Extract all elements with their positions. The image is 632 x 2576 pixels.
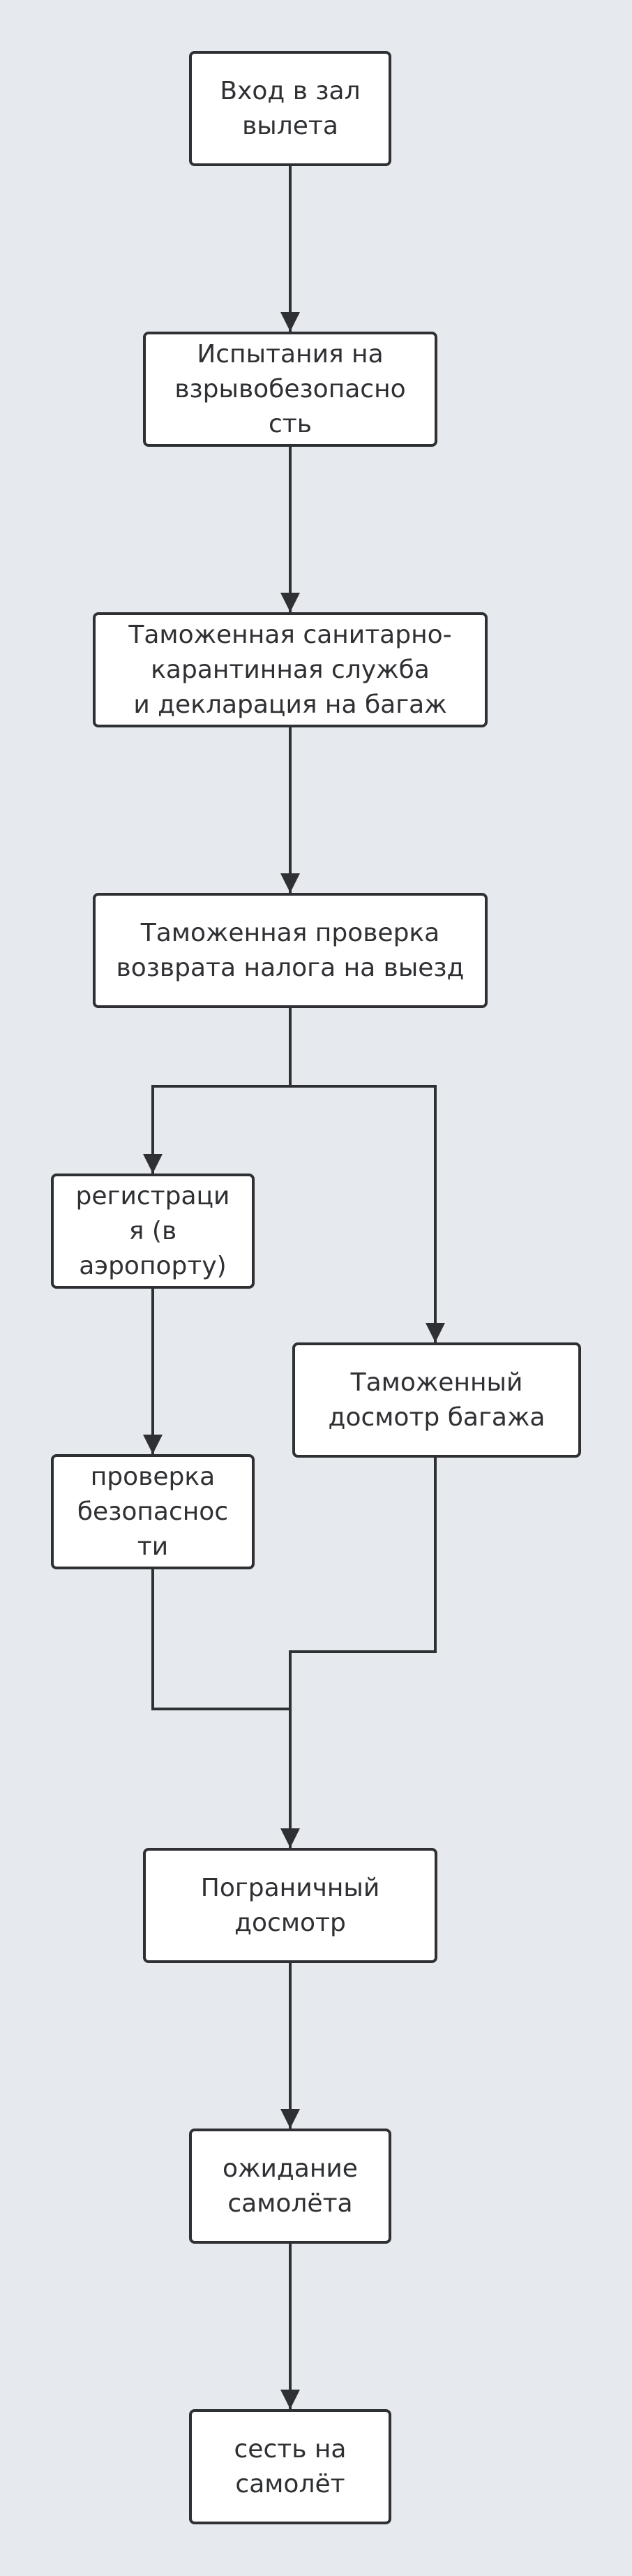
edge-taxrefund-to-checkin <box>143 1085 290 1174</box>
node-entrance: Вход в зал вылета <box>189 51 391 166</box>
edge-security-to-border <box>151 1569 300 1848</box>
node-boarding: сесть на самолёт <box>189 2409 391 2524</box>
node-explosive-test: Испытания на взрывобезопасно сть <box>143 332 437 447</box>
node-baggage-inspection: Таможенный досмотр багажа <box>292 1342 581 1458</box>
node-security-check: проверка безопаснос ти <box>51 1454 255 1569</box>
node-checkin: регистраци я (в аэропорту) <box>51 1174 255 1289</box>
node-border-control: Пограничный досмотр <box>143 1848 437 1963</box>
edge-taxrefund-to-baggage <box>290 1085 445 1342</box>
edge-baggage-to-border <box>289 1458 437 1709</box>
node-tax-refund-check: Таможенная проверка возврата налога на в… <box>93 893 488 1008</box>
node-waiting-plane: ожидание самолёта <box>189 2129 391 2244</box>
node-sanitary-quarantine: Таможенная санитарно- карантинная служба… <box>93 612 488 727</box>
